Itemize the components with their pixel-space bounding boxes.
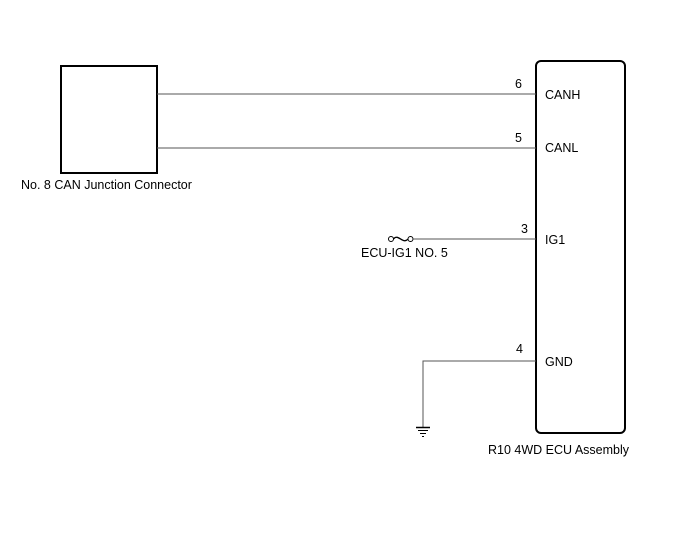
pin-name-canl: CANL	[545, 141, 578, 155]
pin-number-ig1: 3	[521, 222, 528, 236]
ground-icon	[416, 426, 430, 437]
pin-name-canh: CANH	[545, 88, 580, 102]
junction-connector-box	[60, 65, 158, 174]
pin-number-canl: 5	[515, 131, 522, 145]
ecu-label: R10 4WD ECU Assembly	[488, 443, 630, 457]
wire-gnd	[422, 360, 536, 427]
pin-number-canh: 6	[515, 77, 522, 91]
pin-name-gnd: GND	[545, 355, 573, 369]
fuse-icon	[388, 236, 414, 242]
ecu-box	[535, 60, 626, 434]
pin-name-ig1: IG1	[545, 233, 565, 247]
junction-connector-label: No. 8 CAN Junction Connector	[21, 178, 192, 192]
pin-number-gnd: 4	[516, 342, 523, 356]
fuse-label: ECU-IG1 NO. 5	[361, 246, 448, 260]
